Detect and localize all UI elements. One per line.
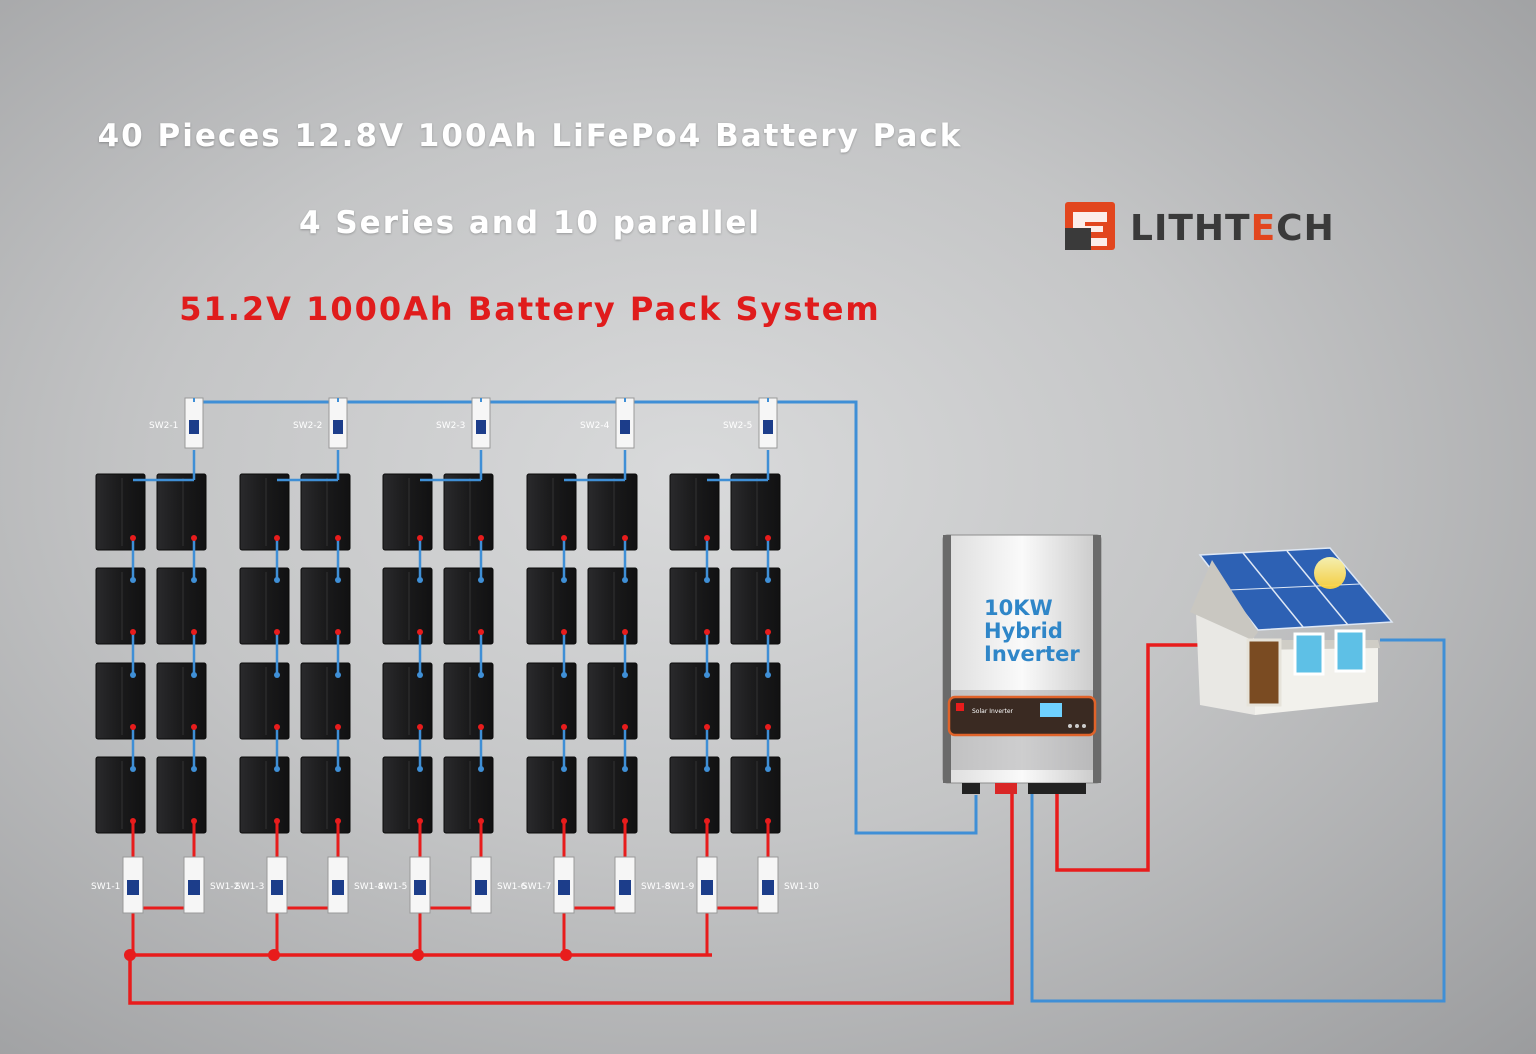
battery-icon: [95, 756, 146, 834]
battery-icon: [382, 473, 433, 551]
battery-icon: [669, 567, 720, 645]
lithtech-logo-icon: [1065, 202, 1115, 250]
bottom-breaker-label: SW1-4: [354, 882, 384, 892]
battery-icon: [382, 567, 433, 645]
bottom-breaker-label: SW1-6: [497, 882, 527, 892]
breaker-icon: [615, 397, 635, 449]
breaker-icon: [266, 856, 288, 914]
battery-icon: [526, 473, 577, 551]
battery-icon: [587, 662, 638, 740]
battery-icon: [300, 756, 351, 834]
bottom-breaker-label: SW1-9: [665, 882, 695, 892]
battery-icon: [443, 756, 494, 834]
battery-icon: [300, 473, 351, 551]
title-line-1: 40 Pieces 12.8V 100Ah LiFePo4 Battery Pa…: [97, 118, 963, 154]
breaker-icon: [327, 856, 349, 914]
breaker-icon: [471, 397, 491, 449]
bottom-breaker-label: SW1-2: [210, 882, 239, 892]
battery-icon: [239, 662, 290, 740]
sun-icon: [1314, 557, 1346, 589]
battery-icon: [382, 662, 433, 740]
battery-icon: [382, 756, 433, 834]
battery-icon: [443, 662, 494, 740]
logo-text-main: LITHT: [1130, 208, 1251, 249]
battery-icon: [526, 756, 577, 834]
breaker-icon: [757, 856, 779, 914]
battery-icon: [156, 473, 207, 551]
breaker-icon: [122, 856, 144, 914]
bottom-breaker-label: SW1-3: [235, 882, 264, 892]
battery-icon: [300, 567, 351, 645]
battery-icon: [156, 662, 207, 740]
battery-icon: [587, 473, 638, 551]
title-line-3: 51.2V 1000Ah Battery Pack System: [179, 290, 881, 328]
battery-icon: [730, 756, 781, 834]
logo-wordmark: LITHTECH: [1130, 208, 1335, 249]
battery-icon: [669, 756, 720, 834]
inverter-panel-text: Solar Inverter: [972, 708, 1014, 715]
battery-icon: [587, 756, 638, 834]
battery-icon: [95, 473, 146, 551]
top-breaker-label: SW2-5: [723, 421, 752, 431]
battery-icon: [239, 756, 290, 834]
inverter-icon: Solar Inverter 10KW Hybrid Inverter: [942, 534, 1102, 794]
inverter-label-1: 10KW: [984, 596, 1053, 620]
battery-icon: [300, 662, 351, 740]
top-breaker-label: SW2-4: [580, 421, 610, 431]
battery-icon: [730, 567, 781, 645]
battery-icon: [730, 662, 781, 740]
top-breaker-label: SW2-2: [293, 421, 322, 431]
top-breaker-label: SW2-1: [149, 421, 178, 431]
battery-icon: [730, 473, 781, 551]
breaker-icon: [758, 397, 778, 449]
battery-icon: [669, 662, 720, 740]
bottom-breaker-label: SW1-10: [784, 882, 819, 892]
battery-icon: [239, 473, 290, 551]
battery-array: [95, 473, 781, 834]
title-line-2: 4 Series and 10 parallel: [298, 205, 762, 241]
bottom-breaker-label: SW1-7: [522, 882, 551, 892]
bottom-breaker-label: SW1-8: [641, 882, 671, 892]
top-breaker-label: SW2-3: [436, 421, 465, 431]
logo-text-accent: E: [1250, 208, 1277, 249]
breaker-icon: [328, 397, 348, 449]
bus-junctions: [124, 949, 572, 961]
breaker-icon: [696, 856, 718, 914]
inverter-label-2: Hybrid: [984, 619, 1063, 643]
inverter-label-3: Inverter: [984, 642, 1080, 666]
battery-icon: [443, 473, 494, 551]
breaker-icon: [184, 397, 204, 449]
breaker-icon: [470, 856, 492, 914]
battery-icon: [156, 756, 207, 834]
breaker-icon: [553, 856, 575, 914]
breaker-icon: [614, 856, 636, 914]
battery-icon: [156, 567, 207, 645]
battery-icon: [95, 567, 146, 645]
negative-bus-wiring: [195, 400, 1446, 1003]
breaker-icon: [183, 856, 205, 914]
battery-icon: [587, 567, 638, 645]
battery-icon: [669, 473, 720, 551]
house-icon: [1190, 547, 1394, 715]
logo-text-end: CH: [1276, 208, 1335, 249]
breaker-icon: [409, 856, 431, 914]
battery-icon: [95, 662, 146, 740]
bottom-breaker-label: SW1-5: [378, 882, 407, 892]
battery-icon: [526, 662, 577, 740]
bottom-breaker-label: SW1-1: [91, 882, 120, 892]
battery-icon: [443, 567, 494, 645]
battery-interconnects: [130, 450, 771, 955]
battery-icon: [239, 567, 290, 645]
battery-icon: [526, 567, 577, 645]
